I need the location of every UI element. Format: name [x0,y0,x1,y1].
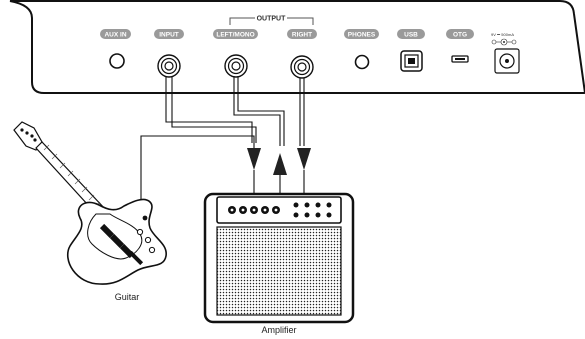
port-label-text: AUX IN [104,31,126,38]
output-group-bracket: OUTPUT [229,16,314,25]
port-label-aux-in: AUX IN [100,29,131,39]
dc-power-jack [494,48,520,74]
port-label-text: OTG [453,31,467,38]
arrow-up-icon [273,153,287,175]
guitar-icon: Guitar [13,121,167,302]
arrow-down-icon [247,148,261,170]
port-label-left-mono: LEFT/MONO [213,29,258,39]
amplifier: Amplifier [203,192,355,335]
port-label-text: PHONES [348,31,376,38]
right-output-cable [299,78,305,146]
guitar-to-amp-cable [140,135,255,217]
polarity-symbol-icon [491,38,517,46]
left-mono-output-jack [224,54,248,78]
amplifier-knob-markers [230,208,278,212]
port-label-text: INPUT [159,31,179,38]
arrow-down-icon [297,148,311,170]
port-label-text: LEFT/MONO [216,31,254,38]
guitar-label: Guitar [115,292,140,302]
amplifier-label: Amplifier [261,325,296,335]
input-jack [157,54,181,78]
otg-port-icon [451,55,469,63]
port-label-text: RIGHT [292,31,312,38]
device-panel: OUTPUT AUX IN INPUT LEFT/MONO RIGHT PHON… [9,0,585,94]
port-label-phones: PHONES [344,29,379,39]
port-label-usb: USB [397,29,425,39]
phones-jack [354,54,370,70]
output-group-label: OUTPUT [257,16,287,23]
port-label-input: INPUT [154,29,184,39]
aux-in-jack [109,53,125,69]
guitar-to-input-cable [165,76,257,143]
device-outline [9,0,585,94]
port-label-otg: OTG [446,29,474,39]
right-output-jack [290,55,314,79]
amplifier-speaker-grille [216,226,342,316]
power-rating-label: 9V ⎓ 500mA [491,32,514,37]
left-mono-output-cable [233,76,285,146]
port-label-right: RIGHT [287,29,317,39]
usb-port-icon [400,50,423,72]
port-label-text: USB [404,31,418,38]
